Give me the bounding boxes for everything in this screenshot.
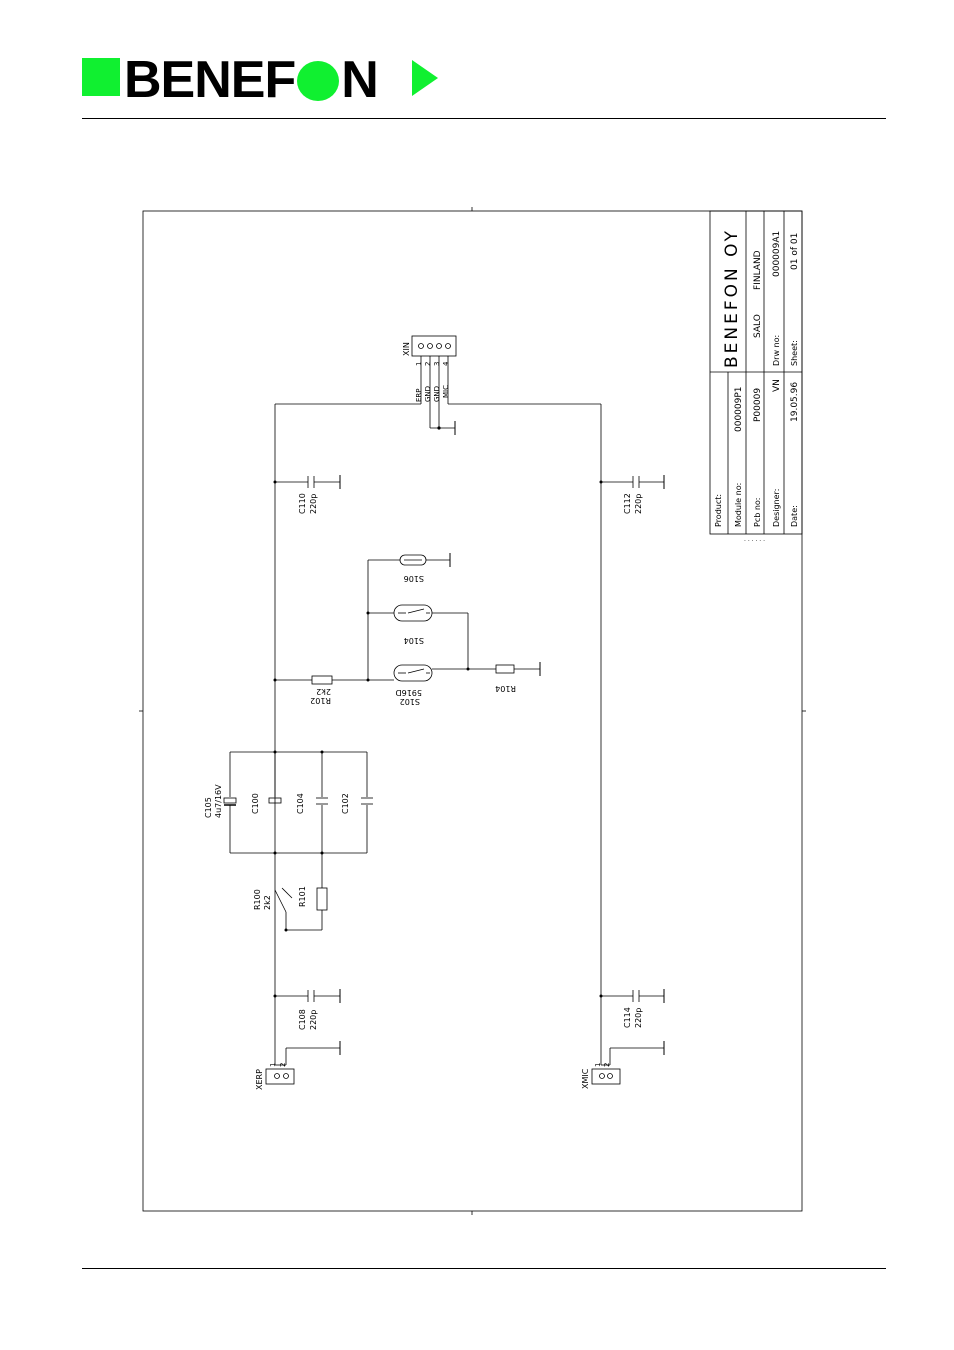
capacitor-c105: C105 4u7/16V [204, 784, 237, 818]
capacitor-c114: C114 220p [623, 990, 643, 1028]
xin-net-label: GND [433, 386, 441, 402]
resistor-r102: 2k2 R102 [310, 675, 333, 705]
s106-ref: S106 [404, 574, 424, 583]
c108-value: 220p [309, 1010, 318, 1030]
xin-net-label: GND [424, 386, 432, 402]
r100-value: 2k2 [263, 895, 272, 910]
xin-pin: 3 [433, 362, 441, 366]
logo-wordmark: BENEF N [124, 50, 379, 110]
r102-ref: R102 [310, 696, 331, 705]
xin-net-label: MIC [442, 385, 450, 398]
title-block-dots: · · · · · · [744, 538, 765, 545]
r102-value: 2k2 [316, 687, 331, 696]
c105-ref: C105 [204, 797, 213, 818]
designer-value: VN [772, 379, 782, 392]
capacitor-c110: C110 220p [298, 476, 318, 514]
xmic-ref: XMIC [581, 1068, 590, 1089]
s104-ref: S104 [404, 636, 424, 645]
c110-ref: C110 [298, 493, 307, 514]
connector-xerp: XERP 1 2 [255, 1063, 295, 1090]
drawing-number-label: Drw no: [772, 335, 781, 366]
capacitor-c108: C108 220p [298, 990, 318, 1030]
switch-s104: S104 [393, 604, 433, 645]
s102-value: 5916D [395, 688, 422, 697]
c100-ref: C100 [251, 793, 260, 814]
xmic-pin: 2 [603, 1063, 611, 1067]
resistor-r101: R101 [298, 886, 328, 911]
xerp-pin: 2 [279, 1063, 287, 1067]
date-value: 19.05.96 [790, 382, 800, 422]
c105-value: 4u7/16V [214, 784, 223, 818]
sheet-value: 01 of 01 [790, 233, 800, 270]
ground-symbols [339, 421, 665, 1055]
c114-ref: C114 [623, 1007, 632, 1028]
switch-s102: 5916D S102 [393, 664, 433, 706]
company-name: BENEFON OY [722, 228, 742, 368]
xin-pin: 2 [424, 362, 432, 366]
connector-xin: XIN 1 2 3 4 ERP GND GND MIC [402, 335, 457, 430]
capacitor-c102: C102 [341, 793, 373, 814]
product-label: Product: [714, 494, 723, 527]
header-rule [82, 118, 886, 119]
s102-ref: S102 [400, 697, 420, 706]
r101-ref: R101 [298, 886, 307, 907]
benefon-logo: BENEF N [82, 51, 442, 109]
title-block: BENEFON OY SALO FINLAND Product: Module … [709, 210, 803, 545]
c108-ref: C108 [298, 1009, 307, 1030]
logo-arrow [412, 60, 438, 96]
switch-s106: S106 [399, 554, 427, 583]
c112-value: 220p [634, 494, 643, 514]
logo-square [82, 58, 120, 96]
date-label: Date: [790, 505, 799, 527]
xerp-pin: 1 [269, 1063, 277, 1067]
designer-label: Designer: [772, 489, 781, 527]
r100-ref: R100 [253, 889, 262, 910]
company-city: SALO [753, 314, 763, 338]
c110-value: 220p [309, 494, 318, 514]
resistor-r104: R104 [495, 664, 516, 693]
logo-text-part2: N [341, 51, 379, 109]
c102-ref: C102 [341, 793, 350, 814]
xmic-pin: 1 [594, 1063, 602, 1067]
drawing-frame [142, 210, 803, 1212]
xerp-ref: XERP [255, 1069, 264, 1090]
capacitor-c112: C112 220p [623, 476, 643, 514]
c104-ref: C104 [296, 793, 305, 814]
c114-value: 220p [634, 1008, 643, 1028]
connector-xmic: XMIC 1 2 [581, 1063, 621, 1089]
capacitor-c100: C100 [251, 793, 282, 814]
xin-net-label: ERP [415, 388, 423, 402]
capacitor-c104: C104 [296, 793, 328, 814]
xin-pin: 4 [442, 361, 450, 366]
r104-ref: R104 [495, 684, 516, 693]
resistor-r100: R100 2k2 [253, 887, 293, 913]
logo-text-part1: BENEF [124, 51, 296, 109]
footer-rule [82, 1268, 886, 1269]
logo-circle [297, 61, 340, 101]
pcb-label: Pcb no: [753, 497, 762, 527]
module-value: 000009P1 [734, 386, 744, 432]
wires [229, 398, 664, 1066]
pcb-value: P00009 [753, 388, 763, 422]
drawing-number-value: 000009A1 [772, 231, 782, 277]
sheet-label: Sheet: [790, 340, 799, 366]
xin-ref: XIN [402, 342, 411, 356]
junction-dots [273, 480, 603, 998]
module-label: Module no: [734, 483, 743, 527]
company-country: FINLAND [753, 250, 763, 290]
xin-pin: 1 [415, 362, 423, 366]
c112-ref: C112 [623, 493, 632, 514]
